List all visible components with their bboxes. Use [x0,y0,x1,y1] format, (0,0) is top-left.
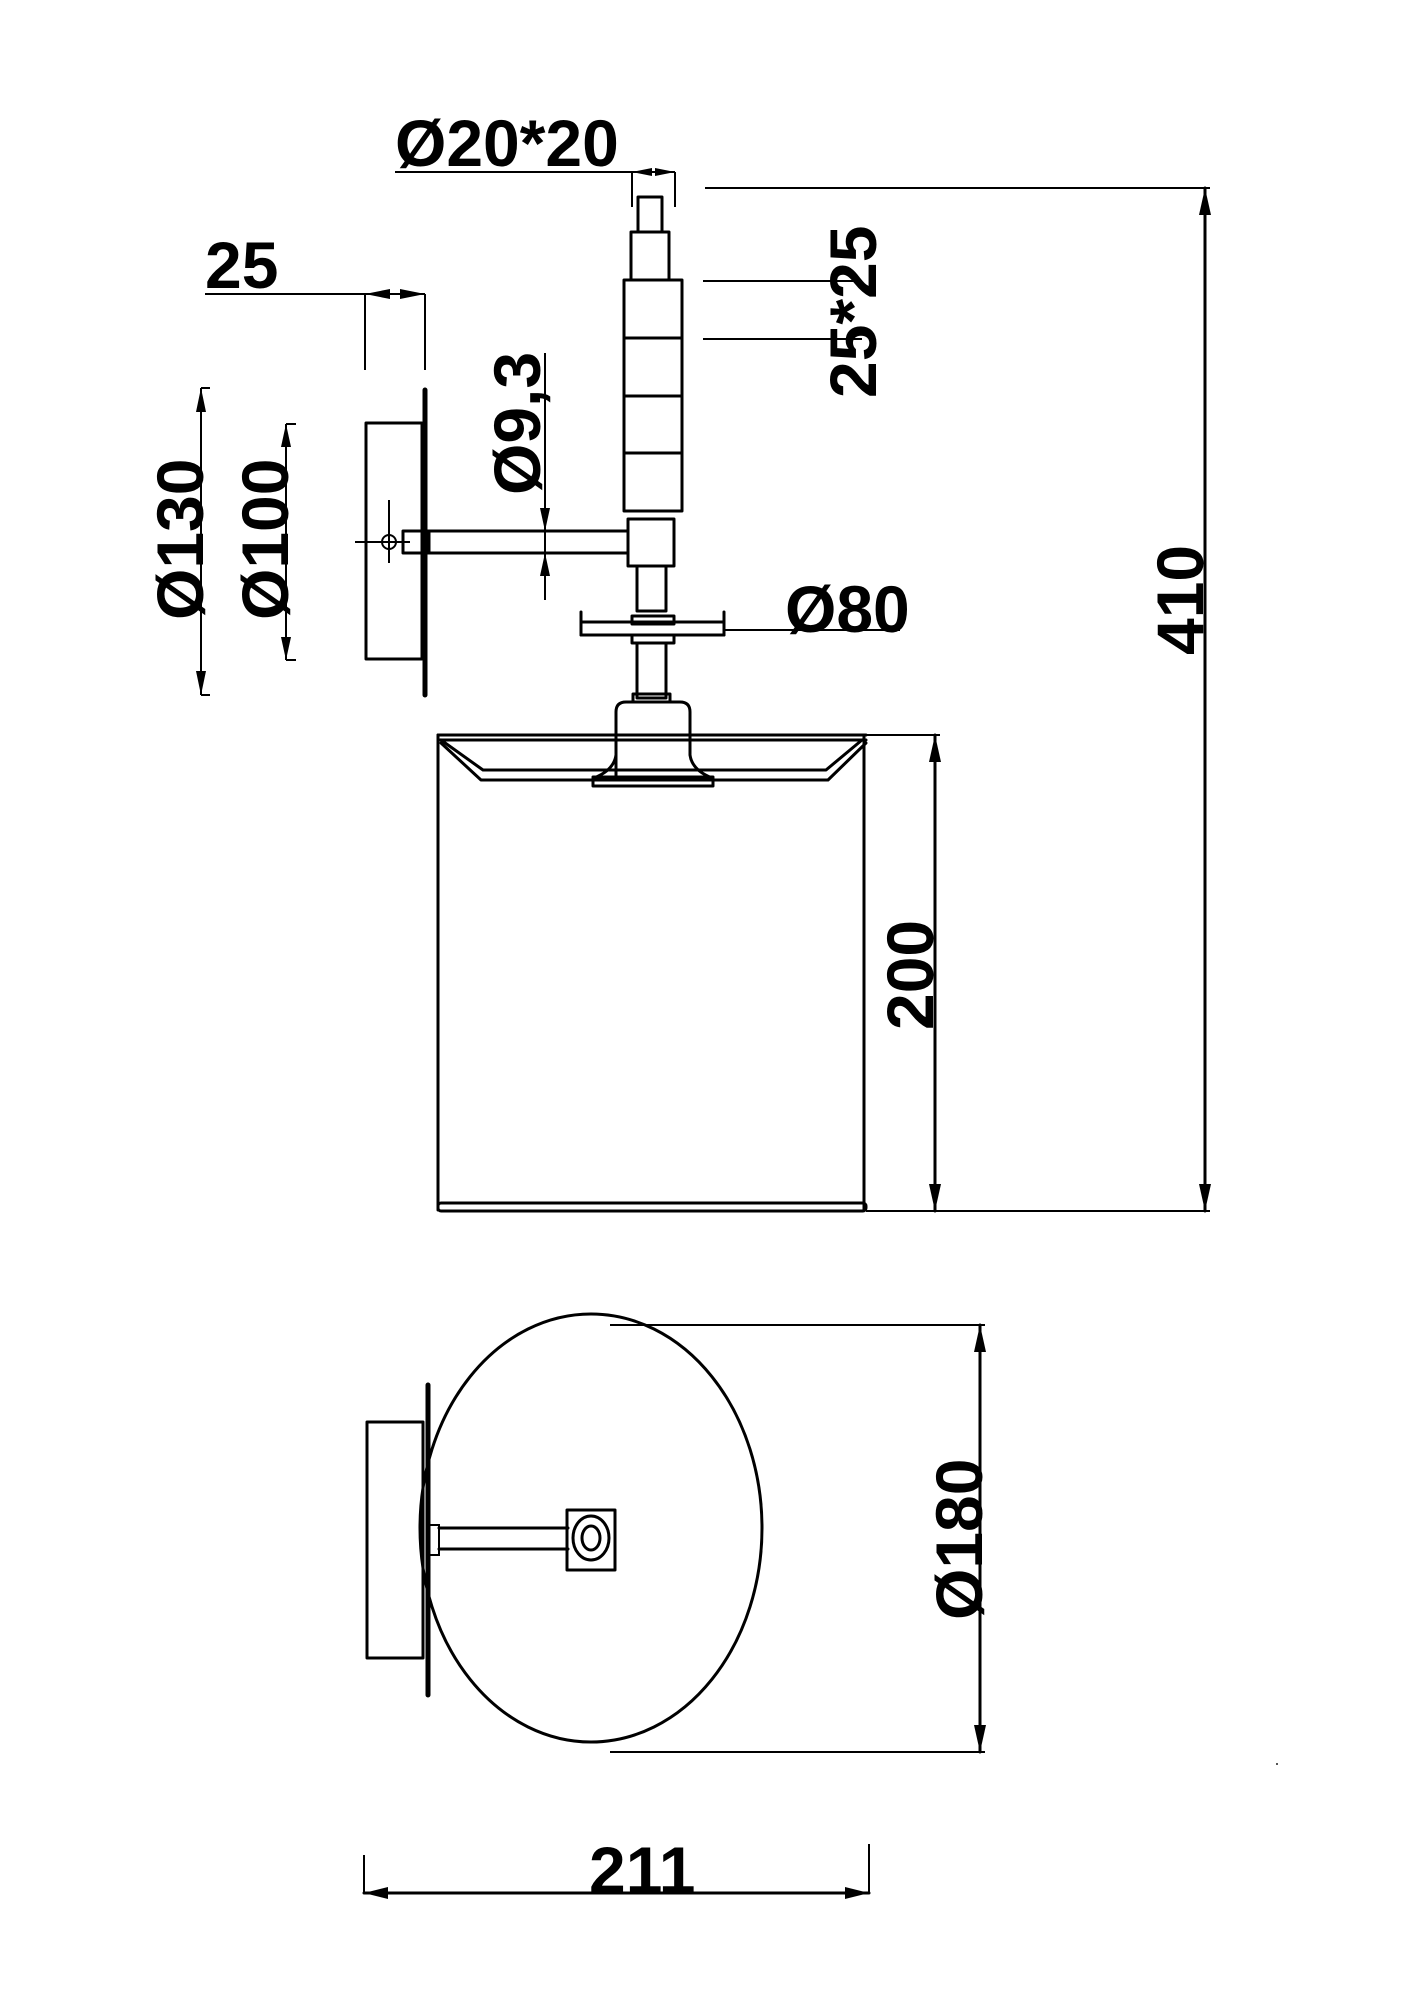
label-canopy-inner: Ø100 [228,459,302,620]
dimension-cup-diameter: Ø80 [724,572,910,646]
dimension-column-section: 25*25 [703,225,890,398]
label-canopy-outer: Ø130 [143,459,217,620]
dimension-overall-height: 410 [705,186,1217,1213]
dimension-shade-height: 200 [866,733,947,1213]
label-shade-height: 200 [873,920,947,1030]
dimension-canopy-inner: Ø100 [228,423,302,661]
dimension-overall-projection: 211 [362,1833,871,1907]
label-wall-offset: 25 [205,228,278,302]
label-shade-diameter: Ø180 [922,1459,996,1620]
top-plan-view [365,1312,764,1744]
stray-dot [1276,1763,1278,1765]
label-arm-diameter: Ø9,3 [480,352,554,495]
label-cup-diameter: Ø80 [785,572,910,646]
lamp-shade [436,733,868,1213]
lamp-holder [591,700,715,788]
label-column-top: Ø20*20 [395,106,619,180]
label-column-section: 25*25 [816,225,890,398]
shade-plan [418,1312,764,1744]
side-elevation-view [355,195,868,1213]
arm-plan [428,1524,570,1556]
dimension-canopy-outer: Ø130 [143,387,217,696]
cup [579,610,726,704]
dimension-wall-offset: 25 [205,228,426,370]
vertical-column [622,195,684,613]
dimension-column-top: Ø20*20 [395,106,676,207]
column-plan [565,1508,617,1572]
horizontal-arm [427,529,630,555]
wall-canopy [355,387,431,698]
label-overall-height: 410 [1143,545,1217,655]
label-overall-projection: 211 [589,1833,695,1907]
dimension-arm-diameter: Ø9,3 [480,352,554,600]
dimension-shade-diameter: Ø180 [610,1323,996,1754]
